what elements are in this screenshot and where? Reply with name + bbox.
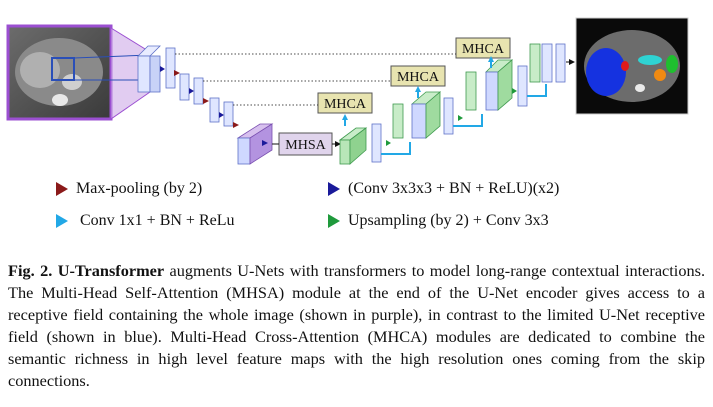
mhsa-label: MHSA — [285, 138, 326, 153]
conv1-legend-icon — [56, 214, 68, 229]
mhca-label-1: MHCA — [324, 97, 367, 112]
mhca-label-2: MHCA — [397, 70, 440, 85]
receptive-field-purple — [111, 28, 150, 119]
conv3-legend-icon — [328, 182, 340, 197]
maxpool-markers — [174, 70, 239, 128]
caption-text: augments U-Nets with transformers to mod… — [8, 261, 706, 390]
conv-markers-encoder — [160, 66, 268, 146]
encoder-block-3 — [209, 97, 234, 127]
mhca-box-1 — [317, 92, 373, 114]
mhca-label-3: MHCA — [462, 42, 505, 57]
architecture-diagram: MHSA MHCA MHCA MHCA — [6, 17, 689, 165]
decoder-block-3 — [338, 123, 382, 165]
upsample-markers — [386, 88, 517, 146]
decoder-block-1 — [465, 59, 528, 111]
decoder-block-2 — [392, 91, 454, 139]
upsample-legend-icon — [328, 214, 340, 229]
input-ct-image — [6, 24, 113, 121]
mhca-box-3 — [455, 37, 511, 59]
legend-conv1: Conv 1x1 + BN + ReLu — [56, 212, 235, 230]
output-segmentation-image — [575, 17, 689, 115]
legend-maxpool-label: Max-pooling (by 2) — [76, 180, 203, 197]
legend-upsample-label: Upsampling (by 2) + Conv 3x3 — [348, 212, 549, 229]
receptive-field-blue — [73, 54, 151, 81]
upsampling-connections — [344, 60, 547, 155]
caption-title: U-Transformer — [57, 261, 165, 280]
caption-fig-label: Fig. 2. — [8, 261, 53, 280]
legend-maxpool: Max-pooling (by 2) — [56, 180, 202, 198]
decoder-output-block — [529, 43, 566, 83]
encoder-block-2 — [179, 73, 204, 105]
legend-conv1-label: Conv 1x1 + BN + ReLu — [80, 212, 235, 229]
legend-conv3-label: (Conv 3x3x3 + BN + ReLU)(x2) — [348, 180, 560, 197]
encoder-block-1 — [137, 45, 176, 93]
legend-conv3: (Conv 3x3x3 + BN + ReLU)(x2) — [328, 180, 559, 198]
bottleneck-block — [236, 123, 274, 165]
legend-upsample: Upsampling (by 2) + Conv 3x3 — [328, 212, 549, 230]
maxpool-legend-icon — [56, 182, 68, 197]
figure-caption: Fig. 2. U-Transformer augments U-Nets wi… — [8, 260, 705, 392]
conv1-markers — [342, 56, 494, 120]
